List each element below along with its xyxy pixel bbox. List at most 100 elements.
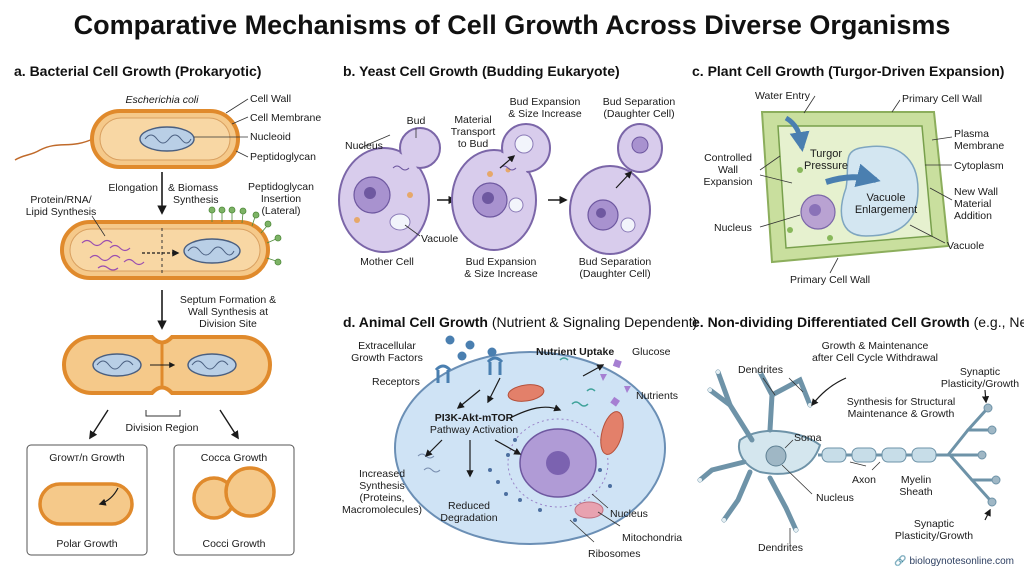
panel-d-heading-main: d. Animal Cell Growth — [343, 314, 488, 330]
growth-factors-label-1: Extracellular — [358, 340, 416, 352]
water-entry-label: Water Entry — [755, 90, 811, 102]
axon-label: Axon — [852, 474, 876, 486]
insertion-label-1: Peptidoglycan — [248, 181, 314, 193]
plasma-label-2: Membrane — [954, 140, 1005, 152]
vacuole-enlargement-label-2: Enlargement — [854, 204, 918, 216]
pathway-label-2: Pathway Activation — [429, 424, 519, 436]
transport-label-1: Material — [454, 114, 492, 126]
mitochondrion — [507, 384, 545, 402]
panel-e-heading-sub: (e.g., Neuron) — [973, 314, 1024, 330]
protein-synthesis-label-2: Lipid Synthesis — [25, 206, 97, 218]
degradation-label-2: Degradation — [440, 512, 498, 524]
receptors-label: Receptors — [372, 376, 420, 388]
transport-label-3: to Bud — [457, 138, 489, 150]
turgor-label-1: Turgor — [810, 148, 842, 160]
flagellum — [14, 137, 96, 161]
synaptic-top-label-2: Plasticity/Growth — [940, 378, 1020, 390]
glucose-label: Glucose — [632, 346, 671, 358]
structural-label-1: Synthesis for Structural — [846, 396, 956, 408]
neuron-nucleus-label: Nucleus — [816, 492, 854, 504]
polar-box-title: Gгоwт/n Growth — [49, 452, 125, 464]
mother-cell-label: Mother Cell — [360, 256, 414, 268]
plasma-label-1: Plasma — [954, 128, 990, 140]
credit-label: biologynotesonline.com — [909, 556, 1014, 567]
separation-top-label-1: Bud Separation — [602, 96, 676, 108]
peptidoglycan-label: Peptidoglycan — [250, 151, 316, 163]
dendrites-top-label: Dendrites — [738, 364, 783, 376]
synthesis-label-1: Increased — [358, 468, 406, 480]
bacterial-panel-graphics — [14, 98, 295, 556]
synaptic-top-label-1: Synaptic — [959, 366, 1001, 378]
yeast-vacuole-label: Vacuole — [421, 233, 459, 245]
soma-label: Soma — [794, 432, 822, 444]
controlled-label-3: Expansion — [703, 176, 753, 188]
maintenance-label-1: Growth & Maintenance — [821, 340, 929, 352]
new-wall-label-3: Addition — [954, 210, 992, 222]
insertion-label-2: Insertion — [260, 193, 302, 205]
vacuole-enlargement-label-1: Vacuole — [866, 192, 906, 204]
maintenance-label-2: after Cell Cycle Withdrawal — [811, 352, 939, 364]
cell-membrane-label: Cell Membrane — [250, 112, 322, 124]
mitochondria-label: Mitochondria — [622, 532, 683, 544]
separation-top-label-2: (Daughter Cell) — [603, 108, 675, 120]
septum-label-2: Wall Synthesis at — [187, 306, 269, 318]
degradation-label-1: Reduced — [447, 500, 491, 512]
structural-label-2: Maintenance & Growth — [847, 408, 955, 420]
cell-wall-label: Cell Wall — [250, 93, 292, 105]
separation-bottom-label-1: Bud Separation — [578, 256, 652, 268]
polar-growth-label: Polar Growth — [56, 538, 118, 550]
bud-label: Bud — [406, 115, 426, 127]
separation-bottom-label-2: (Daughter Cell) — [579, 268, 651, 280]
biomass-label-2: Synthesis — [173, 194, 219, 206]
new-wall-label-1: New Wall — [954, 186, 998, 198]
animal-panel-graphics — [394, 335, 666, 545]
new-wall-label-2: Material — [954, 198, 992, 210]
protein-synthesis-label-1: Protein/RNA/ — [30, 194, 92, 206]
plant-nucleus-label: Nucleus — [714, 222, 752, 234]
myelin-label-2: Sheath — [899, 486, 933, 498]
panel-d-heading-sub: (Nutrient & Signaling Dependent) — [491, 314, 698, 330]
cocci-box-title: Cocca Growth — [200, 452, 268, 464]
nutrient-uptake-label: Nutrient Uptake — [536, 346, 615, 358]
septum-label-1: Septum Formation & — [179, 294, 277, 306]
nucleoid-label: Nucleoid — [250, 131, 291, 143]
nutrients-label: Nutrients — [636, 390, 679, 402]
synthesis-label-4: Macromolecules) — [342, 504, 422, 516]
expansion-top-label-1: Bud Expansion — [509, 96, 581, 108]
cocci-growth-label: Cocci Growth — [202, 538, 266, 550]
division-region-label: Division Region — [125, 422, 199, 434]
primary-wall-bottom-label: Primary Cell Wall — [790, 274, 871, 286]
expansion-top-label-2: & Size Increase — [508, 108, 582, 120]
cytoplasm-label: Cytoplasm — [954, 160, 1004, 172]
animal-nucleus-label: Nucleus — [610, 508, 648, 520]
insertion-label-3: (Lateral) — [261, 205, 301, 217]
neuron-panel-graphics — [697, 369, 1001, 544]
primary-wall-top-label: Primary Cell Wall — [902, 93, 983, 105]
septum-label-3: Division Site — [199, 318, 257, 330]
yeast-panel-graphics — [338, 123, 663, 255]
myelin-label-1: Myelin — [900, 474, 932, 486]
controlled-label-1: Controlled — [704, 152, 752, 164]
nucleoid — [139, 126, 195, 152]
link-icon: 🔗 — [894, 556, 907, 567]
synthesis-label-3: (Proteins, — [359, 492, 405, 504]
axon-terminals — [946, 408, 996, 502]
plant-panel-graphics — [759, 95, 953, 274]
credit-text: 🔗 biologynotesonline.com — [894, 556, 1014, 567]
panel-b-heading: b. Yeast Cell Growth (Budding Eukaryote) — [343, 63, 620, 79]
elongation-label: Elongation — [108, 182, 158, 194]
panel-c-heading: c. Plant Cell Growth (Turgor-Driven Expa… — [692, 63, 1005, 79]
panel-e-heading: e. Non-dividing Differentiated Cell Grow… — [692, 314, 1024, 331]
myelin-sheath — [821, 447, 937, 463]
pathway-label-1: PI3K-Akt-mTOR — [434, 412, 514, 424]
expansion-bottom-label-1: Bud Expansion — [465, 256, 537, 268]
species-label: Escherichia coli — [125, 94, 199, 106]
panel-d-heading: d. Animal Cell Growth (Nutrient & Signal… — [343, 314, 697, 331]
peptidoglycan-insertion-marks — [208, 206, 282, 266]
controlled-label-2: Wall — [717, 164, 739, 176]
synaptic-bottom-label-2: Plasticity/Growth — [894, 530, 974, 542]
biomass-label-1: & Biomass — [168, 182, 219, 194]
growth-factors-label-2: Growth Factors — [351, 352, 423, 364]
yeast-bud — [399, 127, 441, 169]
